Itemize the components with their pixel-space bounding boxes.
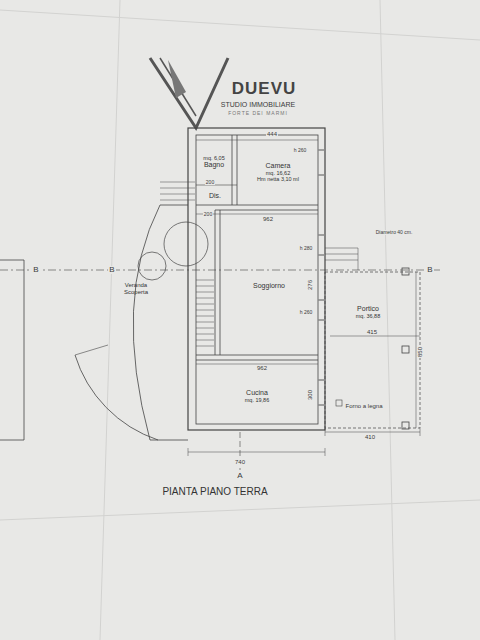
logo-text: FORTE DEI MARMI bbox=[227, 111, 289, 116]
room-area: Soggiorno bbox=[222, 222, 316, 350]
room-name: Camera bbox=[266, 162, 291, 170]
dimension-label: 415 bbox=[366, 329, 378, 335]
room-text: mq. 36,88 bbox=[356, 313, 380, 319]
dimension-label: B bbox=[426, 266, 433, 274]
dimension-label: h 280 bbox=[299, 246, 314, 251]
room-area: Veranda Scoperta bbox=[112, 276, 160, 302]
dimension-label: 740 bbox=[234, 459, 246, 465]
caption: PIANTA PIANO TERRA bbox=[162, 486, 267, 497]
room-name: Portico bbox=[357, 305, 379, 313]
room-text: mq. 6,05 bbox=[203, 155, 224, 161]
dimension-label: Forno a legna bbox=[344, 403, 383, 409]
dimension-label: 200 bbox=[205, 180, 215, 185]
dimension-label: 200 bbox=[203, 212, 213, 217]
dimension-label: 850 bbox=[417, 346, 423, 358]
room-text: mq. 19,86 bbox=[245, 397, 269, 403]
dimension-label: B bbox=[32, 266, 39, 274]
dimension-label: 444 bbox=[266, 131, 278, 137]
dimension-label: 276 bbox=[307, 279, 313, 291]
room-text: Hm netta 3,10 ml bbox=[257, 176, 299, 182]
dimension-label: h 260 bbox=[293, 148, 308, 153]
room-text: mq. 16,62 bbox=[266, 170, 290, 176]
dimension-label: B bbox=[108, 266, 115, 274]
room-name: Soggiorno bbox=[253, 282, 285, 290]
dimension-label: 300 bbox=[307, 389, 313, 401]
dimension-label: A bbox=[236, 472, 243, 480]
room-area: Dis. bbox=[198, 188, 232, 204]
room-area: Cucinamq. 19,86 bbox=[198, 372, 316, 420]
dimension-label: 962 bbox=[256, 365, 268, 371]
dimension-label: Diametro 40 cm. bbox=[375, 230, 414, 235]
logo-text: STUDIO IMMOBILIARE bbox=[220, 101, 296, 108]
room-area: Porticomq. 36,88 bbox=[336, 292, 400, 332]
dimension-label: 962 bbox=[262, 216, 274, 222]
room-name: Dis. bbox=[209, 192, 221, 200]
room-area: mq. 6,05Bagno bbox=[197, 140, 231, 184]
dimension-label: 410 bbox=[364, 434, 376, 440]
room-name: Veranda Scoperta bbox=[112, 282, 160, 296]
dimension-label: h 260 bbox=[299, 310, 314, 315]
room-name: Cucina bbox=[246, 389, 268, 397]
room-text: Bagno bbox=[204, 161, 224, 169]
logo-text: DUEVU bbox=[231, 80, 298, 97]
